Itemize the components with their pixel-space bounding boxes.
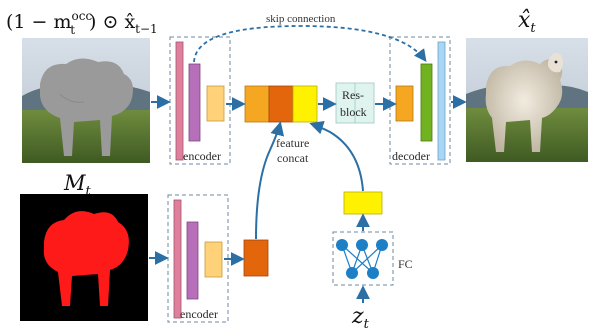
encoder-bottom-layer-2 [186,221,199,300]
encoder-bottom-layer-3 [204,241,223,278]
feature-block-orange [244,85,270,123]
decoder-label: decoder [392,149,430,163]
encoder-top-layer-3 [206,85,225,122]
skip-connection-arrow [193,25,427,63]
mask-symbol: Mt [63,171,92,199]
output-symbol: x̂t [518,8,536,36]
fc-label: FC [398,257,413,271]
resblock-label-1: Res- [342,88,364,102]
noise-symbol: zt [351,304,370,329]
fc-node [356,239,368,251]
resblock-label-2: block [340,105,367,119]
fc-node [346,267,358,279]
decoder-layer-1 [395,85,414,122]
fc-node [376,239,388,251]
feature-concat-label-2: concat [277,151,309,165]
input-image [22,38,150,163]
encoder-bottom-layer-1 [173,199,182,319]
encoder-bottom-label: encoder [180,307,218,321]
arrow-noise-feature-to-concat [309,120,364,192]
encoder-top-label: encoder [183,149,221,163]
decoder-layer-3 [437,41,446,161]
arrow-mask-feature-to-concat [255,121,285,240]
fc-node [367,267,379,279]
decoder-layer-2 [420,63,433,142]
encoder-top-layer-2 [188,63,201,142]
output-image [466,38,588,162]
encoder-top-layer-1 [175,41,184,161]
fc-node [336,239,348,251]
mask-feature-block [243,239,269,277]
mask-image [20,194,148,321]
feature-block-yellow [292,85,318,123]
feature-concat-label-1: feature [276,136,309,150]
noise-feature-block [343,191,383,215]
skip-connection-label: skip connection [266,13,336,25]
feature-block-dark-orange [268,85,294,123]
fc-box [332,231,394,286]
